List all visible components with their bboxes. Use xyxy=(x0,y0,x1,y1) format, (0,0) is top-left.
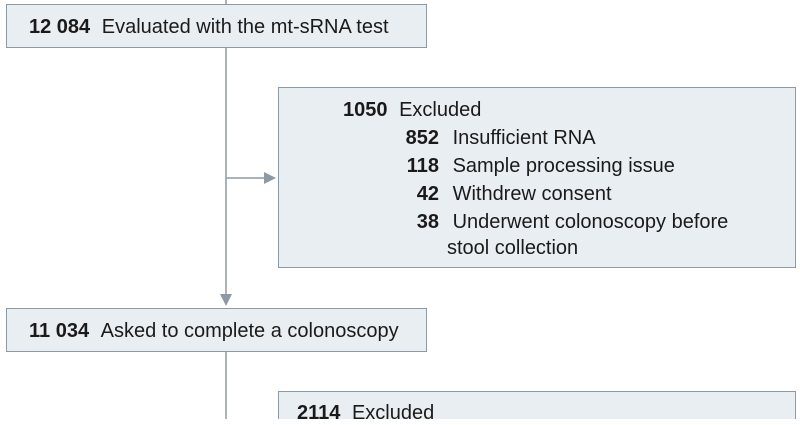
excluded-box-2: 2114 Excluded xyxy=(278,391,796,424)
asked-count: 11 034 xyxy=(29,320,90,342)
reason-label: Insufficient RNA xyxy=(452,127,596,149)
excluded-box-1: 1050 Excluded 852 Insufficient RNA 118 S… xyxy=(278,87,796,268)
reason-label: Underwent colonoscopy before xyxy=(452,211,729,233)
reason-label: Sample processing issue xyxy=(452,155,675,177)
reason-count: 42 xyxy=(416,183,439,205)
asked-label: Asked to complete a colonoscopy xyxy=(100,320,399,342)
evaluated-label: Evaluated with the mt-sRNA test xyxy=(101,16,389,38)
reason-count: 852 xyxy=(405,127,439,149)
reason-count: 38 xyxy=(416,211,439,233)
excluded-1-label: Excluded xyxy=(399,99,482,121)
reason-label-continuation: stool collection xyxy=(447,237,579,259)
evaluated-count: 12 084 xyxy=(29,16,91,38)
reason-label: Withdrew consent xyxy=(452,183,612,205)
evaluated-box: 12 084 Evaluated with the mt-sRNA test xyxy=(6,4,427,48)
excluded-1-count: 1050 xyxy=(343,99,388,121)
reason-count: 118 xyxy=(406,155,439,177)
asked-box: 11 034 Asked to complete a colonoscopy xyxy=(6,308,427,352)
arrowhead-right-1 xyxy=(264,172,276,184)
arrowhead-down-1 xyxy=(220,294,232,306)
excluded-2-count: 2114 xyxy=(297,402,341,424)
excluded-2-label: Excluded xyxy=(351,402,435,424)
